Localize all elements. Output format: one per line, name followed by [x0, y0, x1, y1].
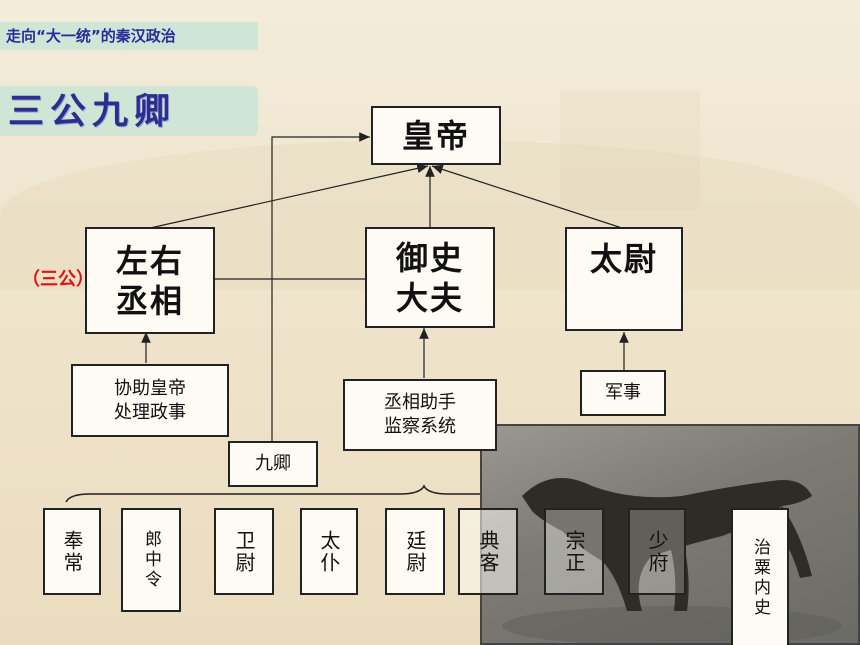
minister-fengchang: 奉常 — [43, 508, 101, 595]
minister-shaofu: 少府 — [628, 508, 686, 595]
chancellor-node: 左右 丞相 — [85, 227, 215, 334]
minister-zhisuneishi: 治粟内史 — [731, 508, 789, 645]
minister-weiwei: 卫尉 — [214, 508, 274, 595]
minister-taipu: 太仆 — [300, 508, 358, 595]
course-header: 走向“大一统”的秦汉政治 — [0, 22, 258, 50]
nine-ministers-node: 九卿 — [228, 441, 318, 487]
three-councils-label: （三公） — [22, 269, 94, 290]
chancellor-duty: 协助皇帝 处理政事 — [71, 364, 229, 437]
censor-duty: 丞相助手 监察系统 — [343, 379, 497, 451]
minister-dianke: 典客 — [458, 508, 518, 595]
commandant-node: 太尉 — [565, 227, 683, 331]
page-title: 三公九卿 — [8, 90, 177, 132]
minister-tingwei: 廷尉 — [385, 508, 445, 595]
emperor-node: 皇帝 — [371, 106, 501, 165]
emperor-label: 皇帝 — [401, 116, 470, 155]
commandant-duty: 军事 — [580, 370, 666, 416]
censor-node: 御史 大夫 — [365, 227, 495, 328]
background-pavilion — [560, 90, 700, 210]
title-banner — [0, 86, 258, 136]
minister-zongzheng: 宗正 — [544, 508, 604, 595]
minister-langzhongling: 郎中令 — [121, 508, 181, 612]
